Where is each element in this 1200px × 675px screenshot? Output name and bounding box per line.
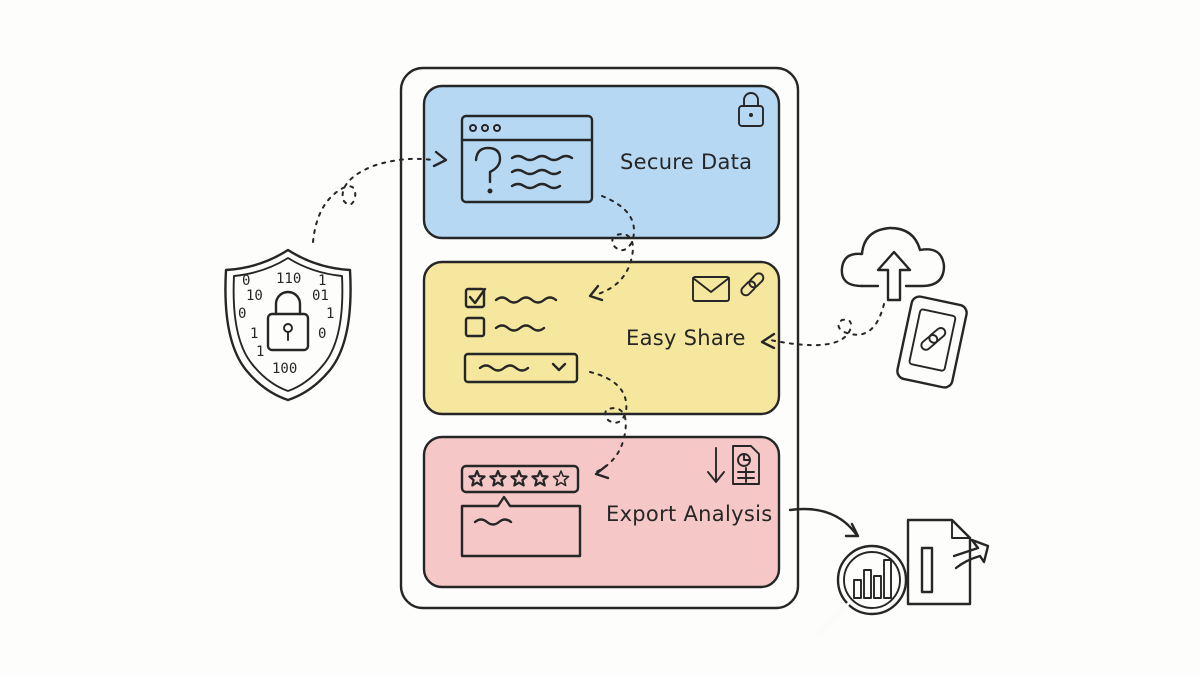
checkbox-line-1 [494, 296, 558, 304]
binary-digit: 0 [238, 306, 246, 322]
binary-digit: 1 [250, 326, 258, 342]
panel-secure-data [422, 84, 781, 240]
download-arrow-icon [707, 447, 725, 483]
envelope-icon [692, 276, 730, 302]
binary-digit: 0 [318, 326, 326, 342]
checkbox-empty-icon [464, 316, 486, 338]
checkbox-checked-icon [464, 287, 487, 309]
connector-panel3-to-magnifier [788, 507, 858, 536]
browser-window-icon [460, 114, 594, 204]
connector-panel2-to-panel3 [589, 371, 628, 473]
question-mark-icon [474, 146, 502, 194]
binary-digit: 1 [318, 273, 326, 289]
binary-digit: 100 [272, 361, 297, 377]
binary-shield-lock-icon: 0 110 1 10 01 0 1 1 0 1 100 [224, 248, 352, 402]
binary-digit: 110 [276, 271, 301, 287]
binary-digit: 10 [246, 288, 263, 304]
spreadsheet-chart-icon [732, 445, 760, 485]
panel-label-secure-data: Secure Data [620, 150, 753, 174]
arrowhead [844, 522, 860, 538]
arrowhead [594, 464, 610, 480]
binary-digit: 1 [326, 306, 334, 322]
star-filled-icon [531, 469, 549, 487]
device-frame [399, 66, 800, 610]
star-filled-icon [468, 469, 486, 487]
star-empty-icon [552, 470, 570, 487]
arrowhead [432, 150, 448, 168]
connector-panel1-to-panel2 [597, 195, 635, 295]
link-icon [740, 272, 765, 297]
arrowhead [760, 332, 776, 350]
star-rating-icon [460, 464, 580, 494]
panel-export-analysis [422, 435, 781, 589]
comment-box-icon [460, 495, 582, 558]
panel-easy-share [422, 260, 781, 416]
arrowhead [588, 284, 604, 302]
lock-icon [738, 92, 764, 127]
connector-phone-to-panel2 [769, 303, 885, 347]
dropdown-icon [463, 352, 579, 384]
binary-digit: 01 [312, 288, 329, 304]
connector-shield-to-panel1 [312, 157, 434, 243]
phone-link-icon [896, 295, 968, 389]
magnifier-chart-export-icon [816, 518, 990, 636]
binary-digit: 0 [242, 273, 250, 289]
star-filled-icon [510, 469, 528, 487]
panel-label-export-analysis: Export Analysis [606, 502, 773, 526]
binary-digit: 1 [256, 344, 264, 360]
star-filled-icon [489, 469, 507, 487]
checkbox-line-2 [494, 324, 546, 332]
cloud-upload-icon [840, 226, 946, 302]
panel-label-easy-share: Easy Share [626, 326, 746, 350]
